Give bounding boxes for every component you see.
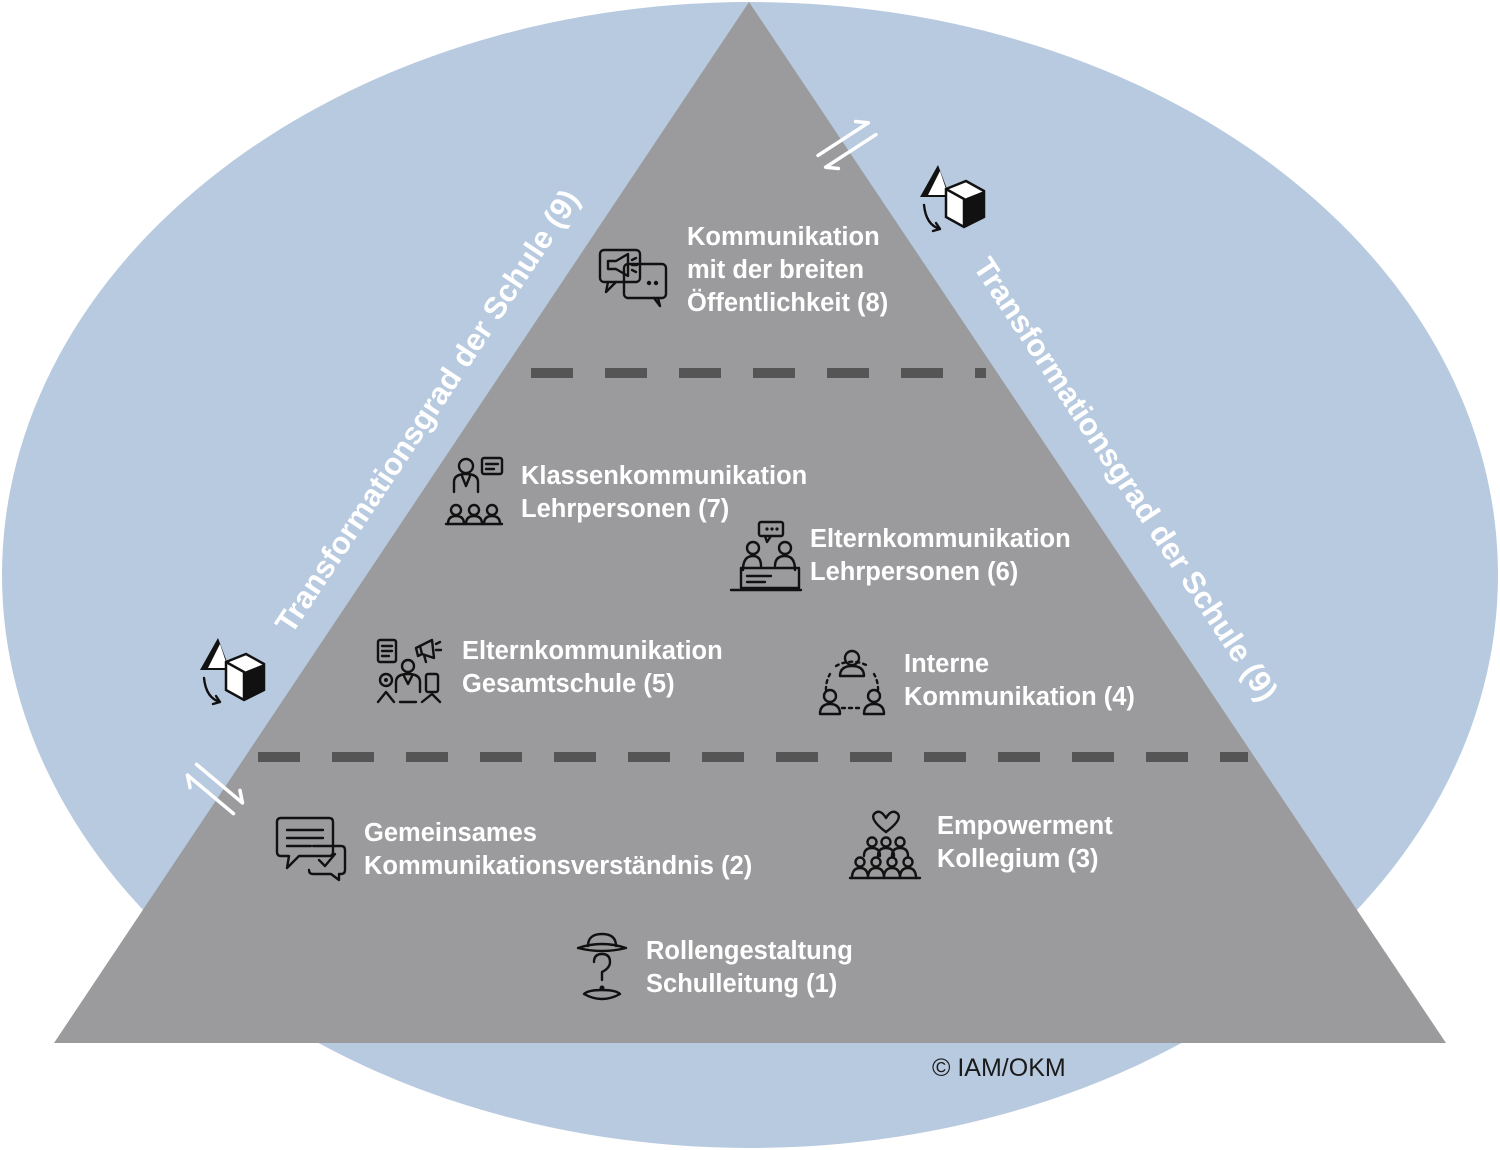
svg-text:Interne: Interne xyxy=(904,650,989,678)
double-arrow-icon xyxy=(185,762,245,816)
pyramid xyxy=(54,2,1446,1043)
level-5-label: Elternkommunikation Gesamtschule (5) xyxy=(462,637,723,698)
svg-text:Schulleitung (1): Schulleitung (1) xyxy=(646,970,837,998)
level-3-icon xyxy=(848,810,922,880)
copyright-text: © IAM/OKM xyxy=(932,1054,1066,1082)
svg-text:mit der breiten: mit der breiten xyxy=(687,256,864,284)
level-6-icon xyxy=(729,520,803,592)
level-8-label: Kommunikation mit der breiten Öffentlich… xyxy=(687,223,888,317)
svg-text:Kommunikation (4): Kommunikation (4) xyxy=(904,683,1135,711)
transformation-shapes-icon xyxy=(920,165,986,233)
svg-text:Empowerment: Empowerment xyxy=(937,812,1113,840)
level-3-label: Empowerment Kollegium (3) xyxy=(937,812,1113,873)
svg-text:Lehrpersonen (6): Lehrpersonen (6) xyxy=(810,558,1018,586)
level-8-icon xyxy=(598,248,668,308)
level-4-icon xyxy=(818,649,886,716)
level-2-icon xyxy=(275,816,347,882)
level-7-icon xyxy=(444,456,504,526)
level-2-label: Gemeinsames Kommunikationsverständnis (2… xyxy=(364,819,752,880)
svg-text:Kollegium (3): Kollegium (3) xyxy=(937,845,1099,873)
svg-text:Lehrpersonen (7): Lehrpersonen (7) xyxy=(521,495,729,523)
transformation-shapes-icon xyxy=(200,638,266,706)
double-arrow-icon xyxy=(816,119,878,171)
svg-text:Kommunikationsverständnis (2): Kommunikationsverständnis (2) xyxy=(364,852,752,880)
level-6-label: Elternkommunikation Lehrpersonen (6) xyxy=(810,525,1071,586)
svg-text:Gesamtschule (5): Gesamtschule (5) xyxy=(462,670,675,698)
svg-text:Öffentlichkeit (8): Öffentlichkeit (8) xyxy=(687,288,888,317)
level-1-icon xyxy=(576,932,628,1001)
svg-text:Elternkommunikation: Elternkommunikation xyxy=(810,525,1071,553)
svg-text:Klassenkommunikation: Klassenkommunikation xyxy=(521,462,807,490)
level-4-label: Interne Kommunikation (4) xyxy=(904,650,1135,711)
svg-text:Elternkommunikation: Elternkommunikation xyxy=(462,637,723,665)
level-7-label: Klassenkommunikation Lehrpersonen (7) xyxy=(521,462,807,523)
svg-text:Gemeinsames: Gemeinsames xyxy=(364,819,537,847)
svg-text:Kommunikation: Kommunikation xyxy=(687,223,880,251)
svg-text:Rollengestaltung: Rollengestaltung xyxy=(646,937,853,965)
level-5-icon xyxy=(376,638,443,704)
level-1-label: Rollengestaltung Schulleitung (1) xyxy=(646,937,853,998)
